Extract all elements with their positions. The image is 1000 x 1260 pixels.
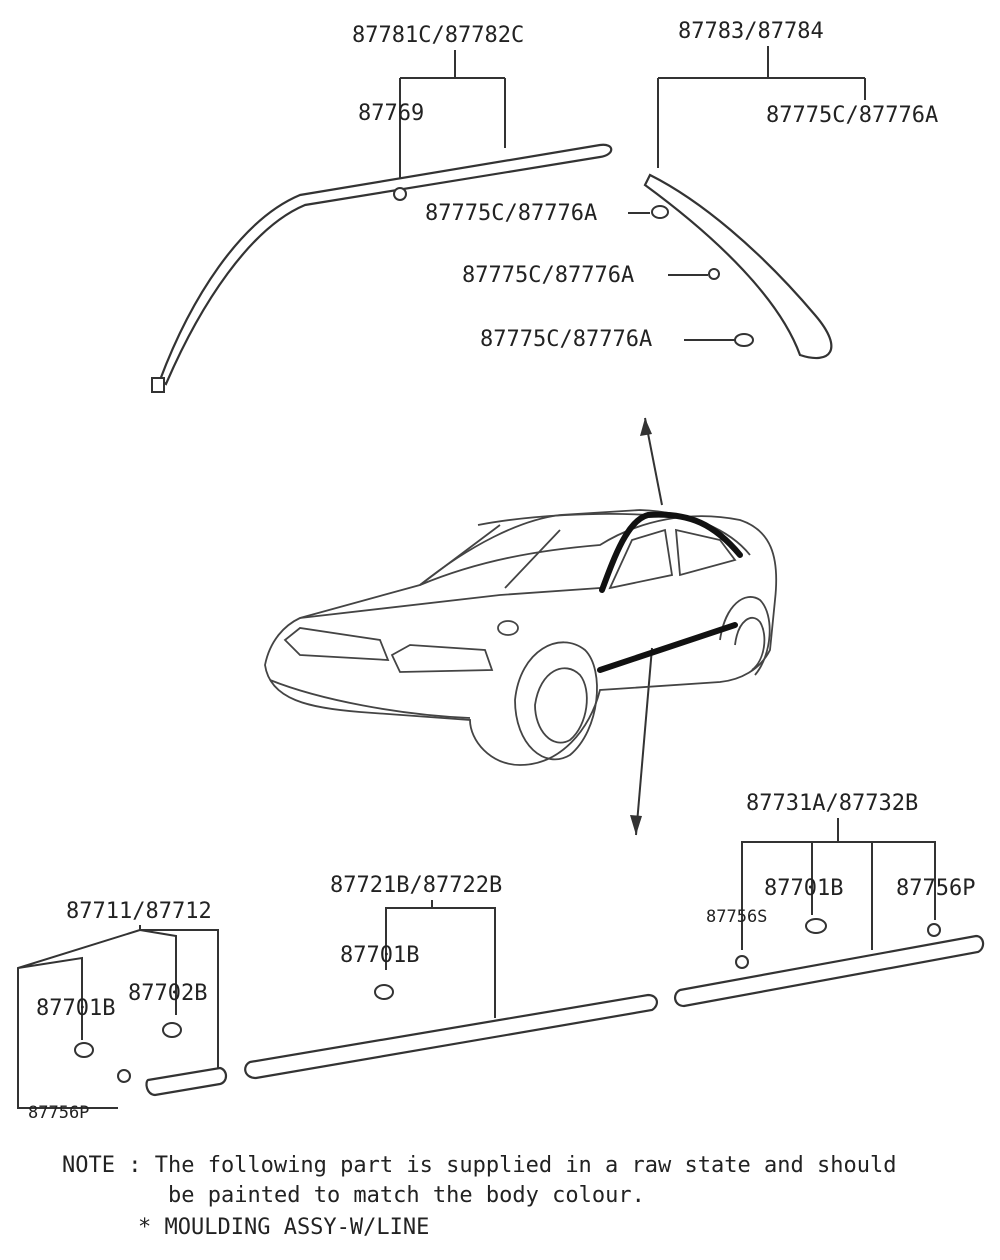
front-side-moulding xyxy=(145,1066,228,1097)
label-87721B: 87721B/87722B xyxy=(330,873,502,898)
rear-moulding-group: 87731A/87732B 87701B 87756S 87756P xyxy=(674,791,985,1008)
clip-87769 xyxy=(393,187,407,201)
roof-moulding-group: 87781C/87782C 87769 xyxy=(151,23,613,393)
arrow-down-head xyxy=(630,815,642,835)
label-87756S: 87756S xyxy=(706,907,767,927)
label-87711: 87711/87712 xyxy=(66,899,212,924)
front-moulding-group: 87711/87712 87701B 87702B 87756P xyxy=(17,899,228,1123)
car-front-window xyxy=(608,528,674,590)
label-87781C: 87781C/87782C xyxy=(352,23,524,48)
label-87775C-top: 87775C/87776A xyxy=(766,103,938,128)
car-illustration xyxy=(264,417,778,836)
label-clip-b: 87775C/87776A xyxy=(462,263,634,288)
clip-b xyxy=(708,268,720,280)
note-block: NOTE : The following part is supplied in… xyxy=(62,1153,896,1240)
label-87701B-left: 87701B xyxy=(36,996,115,1021)
car-rear-window xyxy=(674,528,737,577)
car-headlight-right xyxy=(390,644,494,673)
car-rear-wheel-arch xyxy=(719,596,771,676)
car-rear-wheel xyxy=(734,616,766,671)
car-bumper-line xyxy=(269,679,471,719)
label-87731A: 87731A/87732B xyxy=(746,791,918,816)
rear-pillar-moulding xyxy=(643,173,833,360)
leader-pillar xyxy=(657,46,866,168)
label-87769: 87769 xyxy=(358,101,424,126)
car-emblem xyxy=(497,620,519,636)
clip-87701B-right xyxy=(805,918,827,934)
clip-87702B xyxy=(162,1022,182,1038)
clip-a xyxy=(651,205,669,219)
car-roof-edge xyxy=(477,513,649,526)
moulding-end-cap xyxy=(151,377,165,393)
pin-87756P-left xyxy=(117,1069,131,1083)
car-hood-line xyxy=(299,587,601,619)
pin-87756P-right xyxy=(927,923,941,937)
clip-87701B-mid xyxy=(374,984,394,1000)
label-87756P-left: 87756P xyxy=(28,1103,89,1123)
arrow-down xyxy=(635,647,653,836)
leader-front xyxy=(17,925,219,1109)
label-clip-a: 87775C/87776A xyxy=(425,201,597,226)
car-headlight-left xyxy=(283,627,390,661)
car-front-wheel-arch xyxy=(514,641,598,761)
note-line-2: be painted to match the body colour. xyxy=(168,1183,645,1208)
label-87702B: 87702B xyxy=(128,981,207,1006)
highlight-roof-moulding xyxy=(599,511,743,593)
label-87783: 87783/87784 xyxy=(678,19,824,44)
arrow-up-head xyxy=(640,418,652,436)
label-87701B-right: 87701B xyxy=(764,876,843,901)
highlight-side-moulding xyxy=(597,622,738,673)
label-87756P-right: 87756P xyxy=(896,876,975,901)
door-side-moulding xyxy=(244,993,658,1080)
label-clip-c: 87775C/87776A xyxy=(480,327,652,352)
clip-87701B-left xyxy=(74,1042,94,1058)
car-front-wheel xyxy=(534,667,588,744)
door-moulding-group: 87721B/87722B 87701B xyxy=(244,873,658,1080)
leader-rear xyxy=(741,818,936,950)
car-windshield xyxy=(419,524,561,589)
note-line-1: NOTE : The following part is supplied in… xyxy=(62,1153,896,1178)
leader-door xyxy=(385,900,496,1018)
note-line-3: * MOULDING ASSY-W/LINE xyxy=(138,1215,429,1240)
rear-side-moulding xyxy=(674,934,985,1008)
car-body xyxy=(264,515,778,766)
leader-roof xyxy=(399,50,506,185)
clip-c xyxy=(734,333,754,347)
label-87701B-mid: 87701B xyxy=(340,943,419,968)
pillar-moulding-group: 87783/87784 87775C/87776A 87775C/87776A … xyxy=(425,19,938,360)
roof-drip-moulding xyxy=(158,143,613,386)
pin-87756S xyxy=(735,955,749,969)
